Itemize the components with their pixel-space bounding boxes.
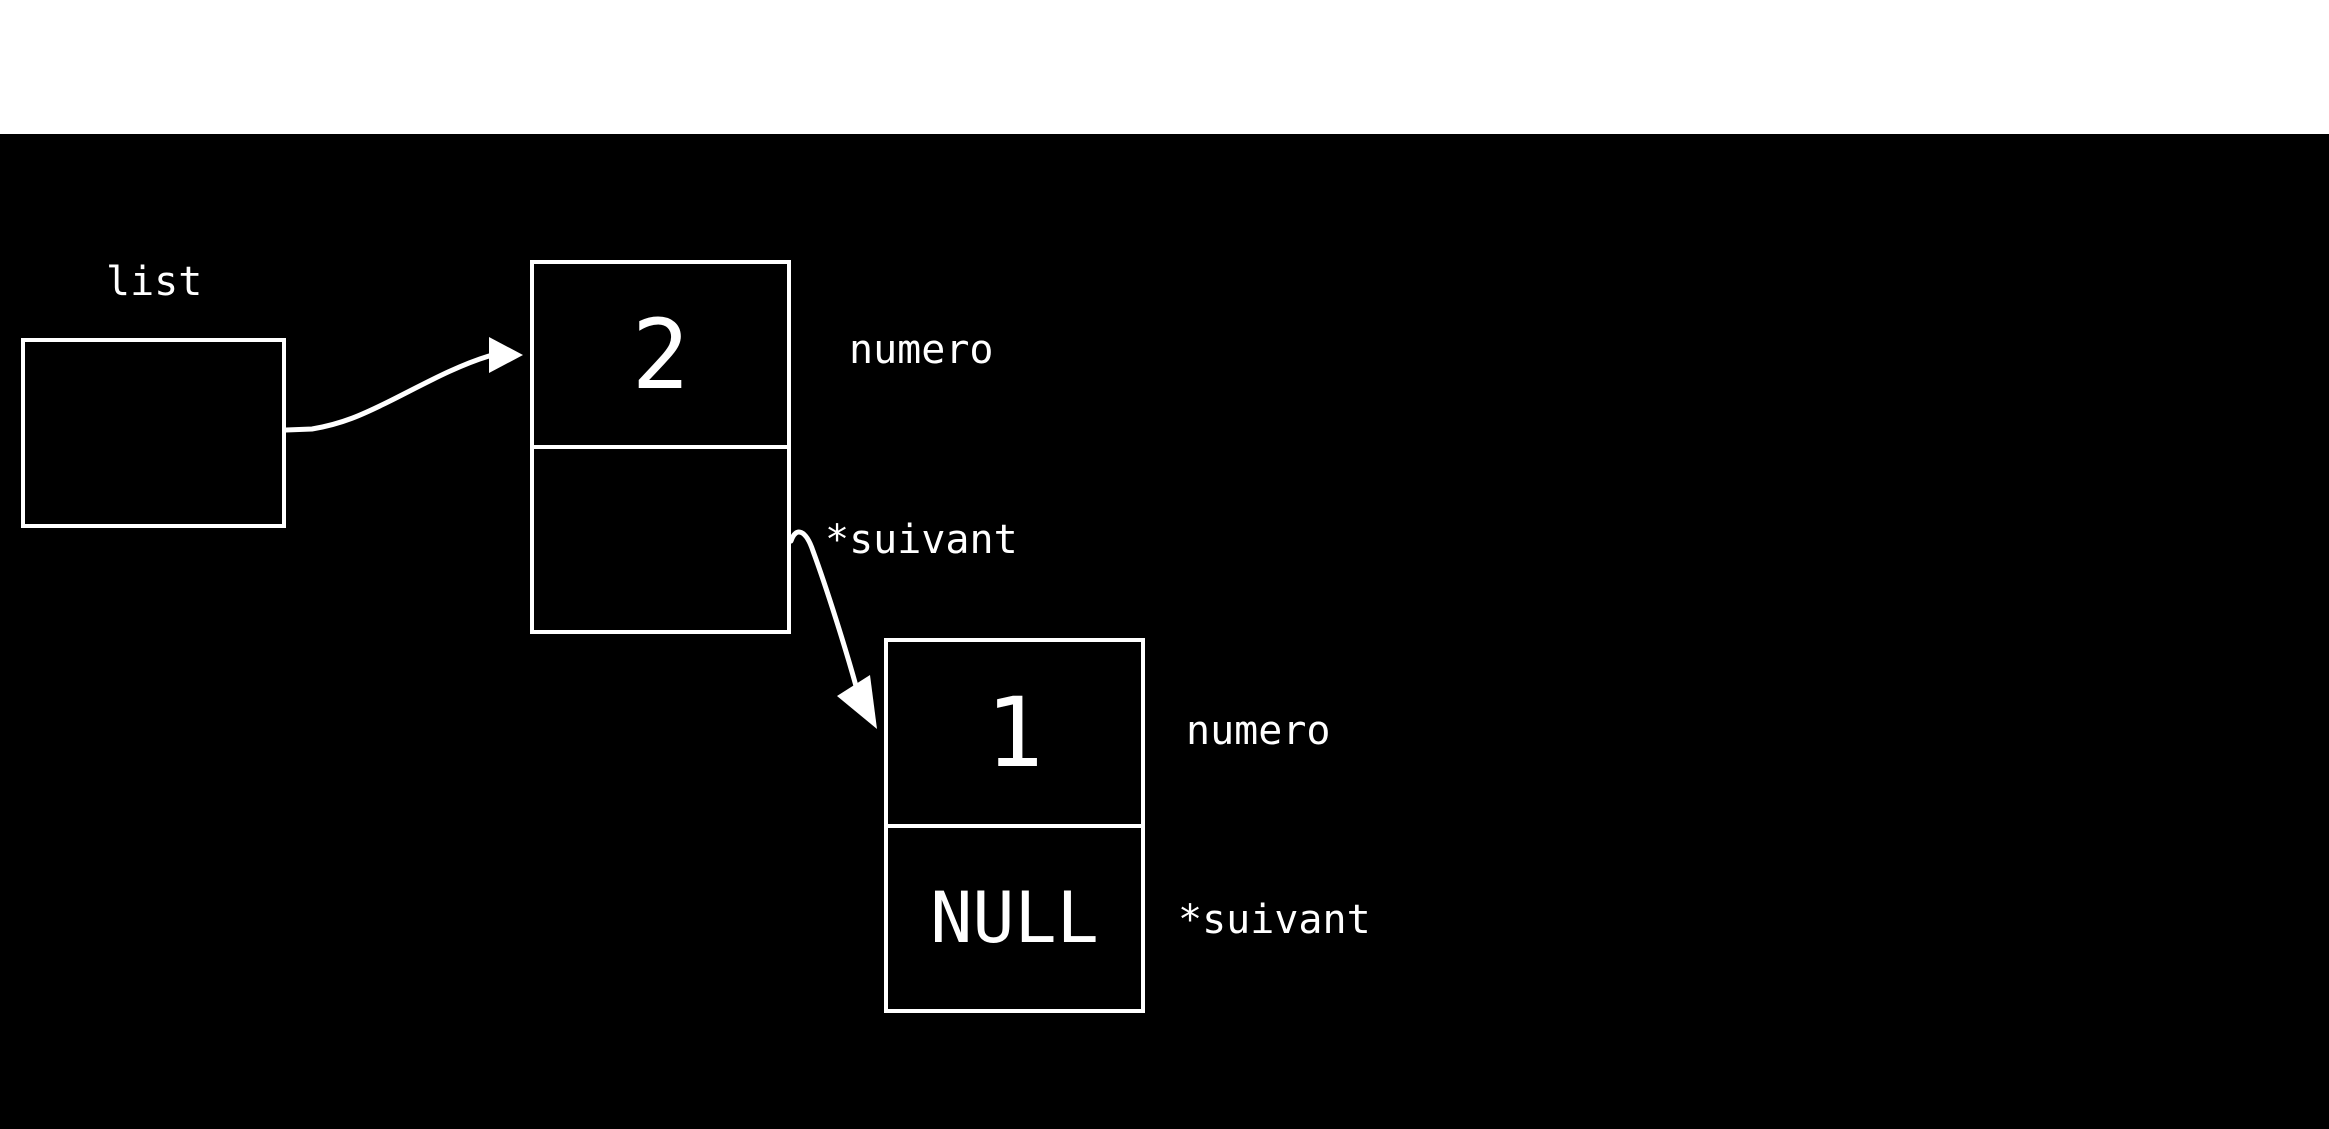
node-second-value: 1 xyxy=(985,676,1044,789)
top-bar xyxy=(0,0,2329,134)
node-second-next-label: *suivant xyxy=(1178,897,1371,943)
arrowhead-first-to-second-node-icon xyxy=(837,675,877,729)
list-pointer-box xyxy=(21,338,286,528)
node-box-second: 1 NULL xyxy=(884,638,1145,1013)
node-second-next-value: NULL xyxy=(930,877,1099,960)
node-first-next-label: *suivant xyxy=(825,517,1018,563)
arrowhead-list-to-first-node-icon xyxy=(489,337,523,373)
arrow-list-to-first-node xyxy=(283,353,492,433)
node-first-value-cell: 2 xyxy=(534,264,787,449)
node-first-next-cell xyxy=(534,449,787,630)
node-first-value-label: numero xyxy=(849,327,994,373)
node-box-first: 2 xyxy=(530,260,791,634)
node-first-value: 2 xyxy=(631,298,690,411)
node-second-value-cell: 1 xyxy=(888,642,1141,828)
list-pointer-label: list xyxy=(106,259,203,305)
node-second-next-cell: NULL xyxy=(888,828,1141,1010)
node-second-value-label: numero xyxy=(1186,708,1331,754)
